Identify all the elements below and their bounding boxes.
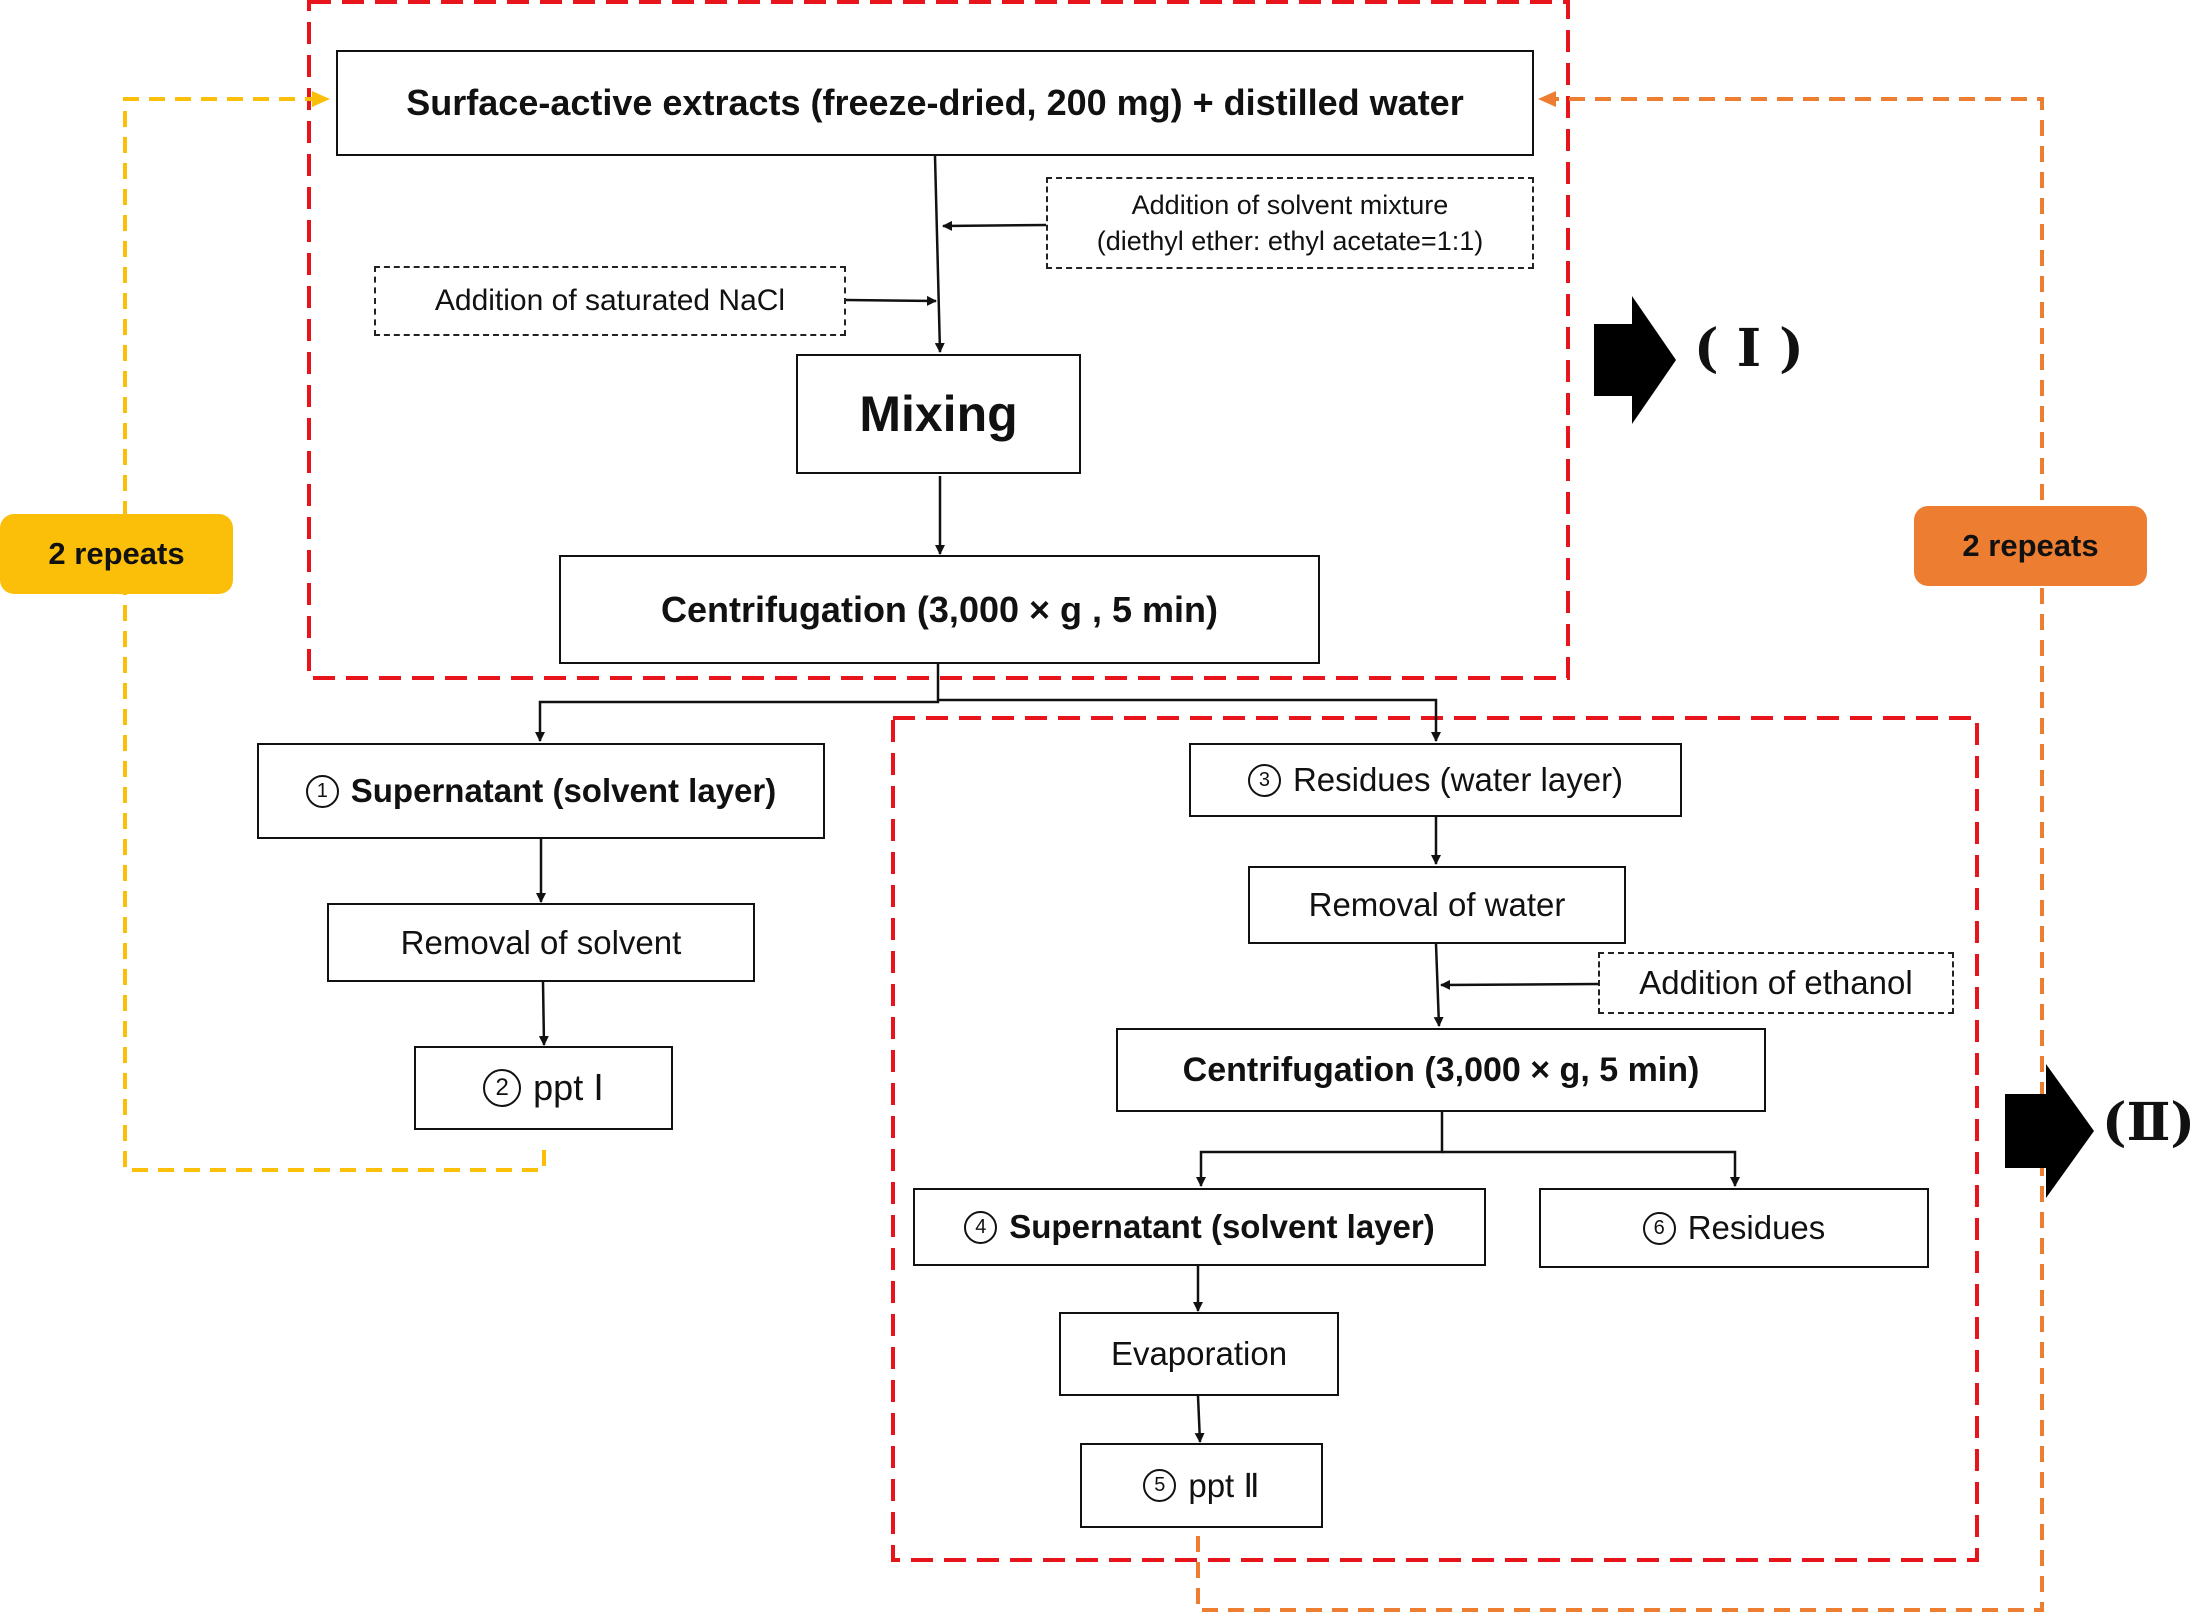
step-number-6: 6 bbox=[1642, 1211, 1676, 1245]
ppt-1-text: ppt Ⅰ bbox=[533, 1067, 604, 1108]
ppt-1-box: 2 ppt Ⅰ bbox=[414, 1046, 673, 1130]
step-number-5: 5 bbox=[1143, 1469, 1177, 1502]
evaporation-box: Evaporation bbox=[1059, 1312, 1339, 1396]
nacl-into-line bbox=[845, 295, 937, 306]
split2-left-line bbox=[1196, 1112, 1444, 1187]
mixing-text: Mixing bbox=[859, 386, 1018, 442]
step-number-4: 4 bbox=[964, 1210, 998, 1244]
residues-water-text: Residues (water layer) bbox=[1292, 761, 1624, 798]
residues-text: Residues bbox=[1687, 1209, 1826, 1246]
stage-2-label: (Ⅱ) bbox=[2102, 1092, 2196, 1153]
supernatant-1-text: Supernatant (solvent layer) bbox=[350, 772, 777, 809]
removal-water-text: Removal of water bbox=[1308, 886, 1566, 923]
step-number-2: 2 bbox=[483, 1069, 522, 1107]
ethanol-into-line bbox=[1440, 979, 1599, 990]
evaporation-text: Evaporation bbox=[1110, 1335, 1288, 1372]
step-number-3: 3 bbox=[1247, 763, 1281, 797]
ppt-2-text: ppt Ⅱ bbox=[1188, 1467, 1260, 1504]
nacl-box: Addition of saturated NaCl bbox=[374, 266, 846, 336]
solvent-into-line bbox=[942, 220, 1047, 231]
centrifugation-1-box: Centrifugation (3,000 × g , 5 min) bbox=[559, 555, 1320, 664]
mixing-box: Mixing bbox=[796, 354, 1081, 474]
left-repeats-badge: 2 repeats bbox=[0, 514, 233, 594]
ethanol-box: Addition of ethanol bbox=[1598, 952, 1954, 1014]
residues-water-box: 3 Residues (water layer) bbox=[1189, 743, 1682, 817]
removal-to-ppt1-line bbox=[538, 981, 549, 1046]
evap-to-ppt2-line bbox=[1194, 1395, 1205, 1443]
step-number-1: 1 bbox=[305, 774, 339, 808]
nacl-text: Addition of saturated NaCl bbox=[434, 284, 786, 317]
orange-loop-line bbox=[1196, 91, 2044, 1612]
centrifugation-1-text: Centrifugation (3,000 × g , 5 min) bbox=[660, 588, 1219, 630]
ppt-2-box: 5 ppt Ⅱ bbox=[1080, 1443, 1323, 1528]
extract-text: Surface-active extracts (freeze-dried, 2… bbox=[406, 82, 1464, 123]
removal-water-box: Removal of water bbox=[1248, 866, 1626, 944]
removal-solvent-text: Removal of solvent bbox=[400, 923, 682, 961]
supernatant-2-text: Supernatant (solvent layer) bbox=[1009, 1208, 1435, 1245]
stage-1-label: ( Ⅰ ) bbox=[1694, 318, 1804, 379]
right-repeats-text: 2 repeats bbox=[1962, 528, 2099, 563]
removal-solvent-box: Removal of solvent bbox=[327, 903, 755, 982]
supernatant-2-box: 4 Supernatant (solvent layer) bbox=[913, 1188, 1486, 1266]
solvent-mixture-box: Addition of solvent mixture (diethyl eth… bbox=[1046, 177, 1534, 269]
supernatant-1-box: 1 Supernatant (solvent layer) bbox=[257, 743, 825, 839]
split-right-line bbox=[938, 698, 1441, 742]
yellow-loop-line bbox=[123, 91, 546, 1172]
removal-to-centrifuge2-line bbox=[1433, 943, 1444, 1027]
solvent-mixture-line-2: (diethyl ether: ethyl acetate=1:1) bbox=[1096, 226, 1484, 256]
solvent-mixture-line-1: Addition of solvent mixture bbox=[1131, 190, 1449, 220]
stage-2-arrow bbox=[2005, 1064, 2094, 1198]
ethanol-text: Addition of ethanol bbox=[1639, 964, 1913, 1001]
right-repeats-badge: 2 repeats bbox=[1914, 506, 2147, 586]
stage-1-arrow bbox=[1594, 296, 1676, 424]
centrifugation-2-text: Centrifugation (3,000 × g, 5 min) bbox=[1182, 1050, 1700, 1089]
residues-box: 6 Residues bbox=[1539, 1188, 1929, 1268]
split2-right-line bbox=[1442, 1150, 1740, 1187]
extract-to-mixing-line bbox=[933, 155, 945, 353]
split-left-line bbox=[535, 664, 940, 742]
left-repeats-text: 2 repeats bbox=[48, 536, 185, 571]
centrifugation-2-box: Centrifugation (3,000 × g, 5 min) bbox=[1116, 1028, 1766, 1112]
stage-1-frame bbox=[307, 0, 1570, 680]
extract-box: Surface-active extracts (freeze-dried, 2… bbox=[336, 50, 1534, 156]
